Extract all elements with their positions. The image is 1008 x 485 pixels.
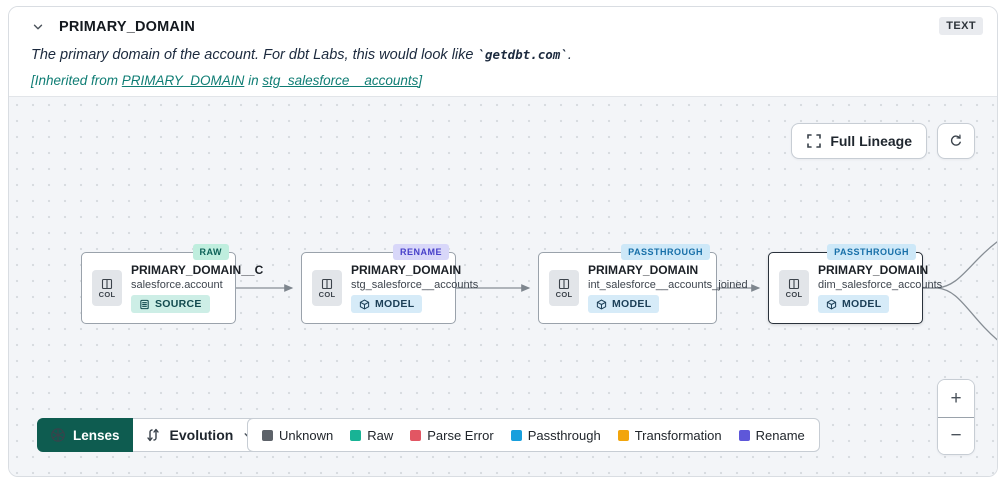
zoom-out-button[interactable]: −: [938, 417, 974, 454]
legend-swatch: [410, 429, 422, 441]
evolution-icon: [146, 428, 159, 442]
lenses-button[interactable]: Lenses: [37, 418, 133, 452]
lens-aperture-icon: [51, 428, 65, 442]
column-icon: COL: [549, 270, 579, 306]
columns-icon: [101, 278, 113, 289]
resource-badge: MODEL: [818, 295, 890, 313]
lens-selected-value: Evolution: [169, 427, 234, 443]
inherited-column-link[interactable]: PRIMARY_DOMAIN: [121, 73, 245, 88]
node-title: PRIMARY_DOMAIN: [818, 263, 929, 277]
legend-item: Parse Error: [410, 428, 494, 443]
legend-swatch: [738, 429, 750, 441]
node-title: PRIMARY_DOMAIN__C: [131, 263, 264, 277]
columns-icon: [321, 278, 333, 289]
state-badge: PASSTHROUGH: [827, 244, 916, 260]
refresh-button[interactable]: [937, 123, 975, 159]
state-badge: RENAME: [392, 244, 449, 260]
lineage-node-source[interactable]: RAW COL PRIMARY_DOMAIN__C salesforce.acc…: [81, 244, 263, 324]
legend-item: Transformation: [617, 428, 722, 443]
evolution-legend: Unknown Raw Parse Error Passthrough Tran…: [247, 418, 820, 452]
inherited-note: [Inherited from PRIMARY_DOMAIN in stg_sa…: [31, 73, 423, 88]
node-title: PRIMARY_DOMAIN: [588, 263, 699, 277]
legend-swatch: [262, 429, 273, 441]
lineage-node-dim-selected[interactable]: PASSTHROUGH COL PRIMARY_DOMAIN dim_sales…: [768, 244, 942, 324]
state-badge: PASSTHROUGH: [621, 244, 710, 260]
column-description: The primary domain of the account. For d…: [31, 47, 572, 63]
node-subtitle: int_salesforce__accounts_joined: [588, 279, 748, 291]
state-badge: RAW: [192, 244, 229, 260]
lineage-node-intermediate[interactable]: PASSTHROUGH COL PRIMARY_DOMAIN int_sales…: [538, 244, 748, 324]
legend-item: Passthrough: [510, 428, 601, 443]
source-icon: [140, 299, 149, 309]
inherited-model-link[interactable]: stg_salesforce__accounts: [262, 73, 419, 88]
column-icon: COL: [779, 270, 809, 306]
columns-icon: [558, 278, 570, 289]
refresh-icon: [950, 134, 961, 146]
resource-badge: SOURCE: [131, 295, 210, 313]
legend-swatch: [617, 429, 629, 441]
expand-icon: [807, 134, 822, 148]
full-lineage-label: Full Lineage: [830, 133, 912, 149]
lineage-node-staging[interactable]: RENAME COL PRIMARY_DOMAIN stg_salesforce…: [301, 244, 478, 324]
lens-controls: Lenses Evolution: [37, 418, 269, 452]
column-header: PRIMARY_DOMAIN TEXT The primary domain o…: [9, 7, 997, 96]
column-lineage-panel: PRIMARY_DOMAIN TEXT The primary domain o…: [8, 6, 998, 477]
legend-item: Raw: [350, 428, 393, 443]
model-icon: [596, 299, 607, 309]
collapse-chevron-icon[interactable]: [31, 20, 45, 34]
legend-item: Rename: [738, 428, 805, 443]
legend-swatch: [350, 429, 362, 441]
node-title: PRIMARY_DOMAIN: [351, 263, 462, 277]
lineage-canvas[interactable]: Full Lineage RAW COL PRIMARY_DOMAIN__C s…: [9, 96, 997, 476]
model-icon: [826, 299, 837, 309]
model-icon: [359, 299, 370, 309]
zoom-in-button[interactable]: +: [938, 380, 974, 417]
node-subtitle: salesforce.account: [131, 279, 223, 291]
node-subtitle: stg_salesforce__accounts: [351, 279, 479, 291]
resource-badge: MODEL: [351, 295, 423, 313]
resource-badge: MODEL: [588, 295, 660, 313]
legend-item: Unknown: [262, 428, 333, 443]
lens-dropdown[interactable]: Evolution: [132, 418, 269, 452]
column-icon: COL: [92, 270, 122, 306]
full-lineage-button[interactable]: Full Lineage: [791, 123, 927, 159]
zoom-controls: + −: [937, 379, 975, 455]
node-subtitle: dim_salesforce_accounts: [818, 279, 943, 291]
inline-code: `getdbt.com`: [477, 47, 568, 62]
legend-swatch: [510, 429, 522, 441]
columns-icon: [788, 278, 800, 289]
column-title: PRIMARY_DOMAIN: [59, 19, 195, 35]
column-type-badge: TEXT: [939, 17, 983, 35]
column-icon: COL: [312, 270, 342, 306]
